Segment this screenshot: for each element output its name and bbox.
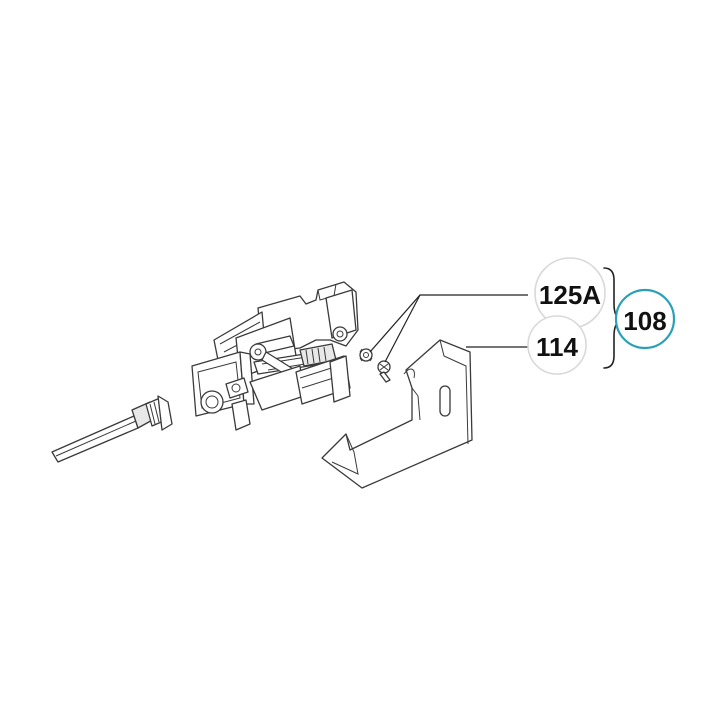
- gas-tube: [51, 395, 173, 463]
- cover-plate: [321, 339, 473, 489]
- callout-125a: 125A: [534, 257, 606, 329]
- callout-114: 114: [527, 315, 587, 375]
- leader-lines: [369, 294, 528, 363]
- callout-125a-label: 125A: [539, 280, 601, 310]
- burner-bracket-assembly: [191, 281, 359, 431]
- callout-108-label: 108: [623, 306, 666, 336]
- callout-114-label: 114: [536, 332, 578, 362]
- nut-and-screw: [359, 348, 391, 383]
- callout-108: 108: [614, 288, 676, 350]
